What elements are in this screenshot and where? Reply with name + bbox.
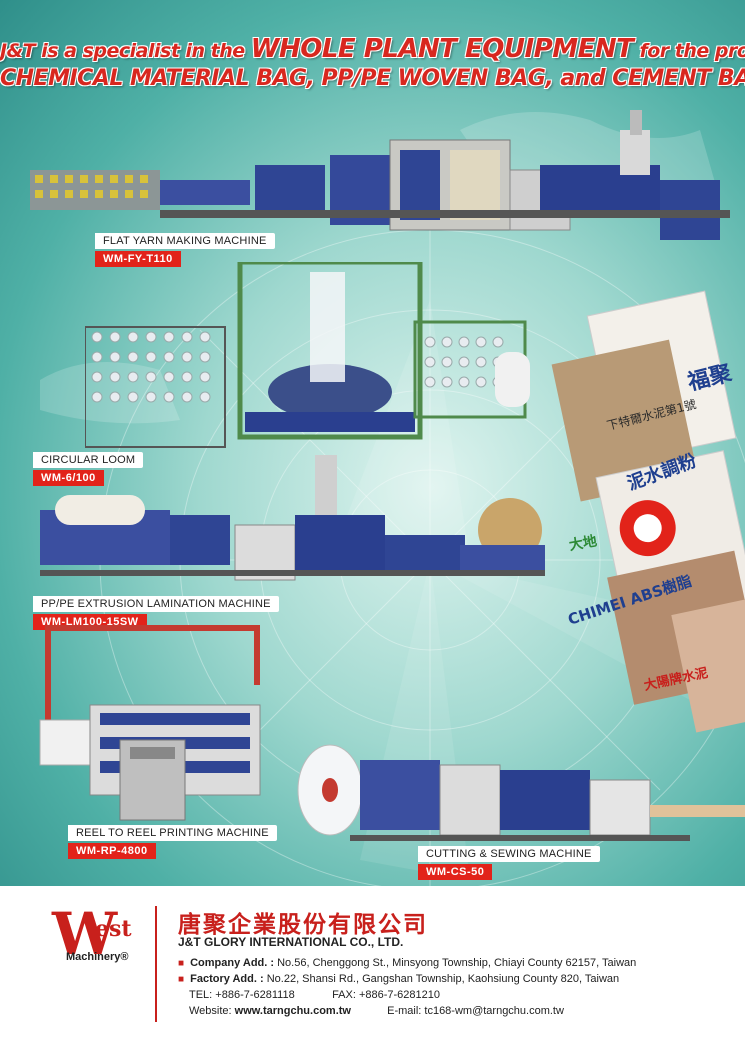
web-line: Website: www.tarngchu.com.tw E-mail: tc1… <box>189 1005 564 1017</box>
circular-loom-illustration <box>85 262 530 448</box>
company-name-english: J&T GLORY INTERNATIONAL CO., LTD. <box>178 935 404 949</box>
headline-line-1-pre: J&T is a specialist in the <box>0 40 245 62</box>
circular-loom-name: CIRCULAR LOOM <box>33 452 144 468</box>
website-link[interactable]: www.tarngchu.com.tw <box>234 1005 351 1017</box>
printing-name: REEL TO REEL PRINTING MACHINE <box>68 825 277 841</box>
printing-model: WM-RP-4800 <box>68 843 156 859</box>
circular-loom-label: CIRCULAR LOOM WM-6/100 <box>33 452 144 486</box>
woven-bags-illustration: 下特爾水泥第1號 泥水調粉 福聚 大地 CHIMEI ABS樹脂 大陽牌水泥 <box>551 290 745 733</box>
west-logo-est: est <box>95 916 132 942</box>
factory-address: No.22, Shansi Rd., Gangshan Township, Ka… <box>266 973 620 985</box>
company-address: No.56, Chenggong St., Minsyong Township,… <box>277 957 637 969</box>
cutting-sewing-label: CUTTING & SEWING MACHINE WM-CS-50 <box>418 846 600 880</box>
telephone: TEL: +886-7-6281118 <box>189 989 295 1001</box>
footer <box>0 886 745 1050</box>
flat-yarn-name: FLAT YARN MAKING MACHINE <box>95 233 275 249</box>
company-name-chinese: 唐聚企業股份有限公司 <box>178 911 428 937</box>
west-logo-subtitle: Machinery® <box>66 951 129 963</box>
printing-machine-illustration <box>39 625 261 821</box>
footer-divider <box>155 906 157 1022</box>
headline-line-1-post: for the production of <box>639 40 745 62</box>
lamination-machine-illustration <box>40 455 545 581</box>
company-address-line: ■ Company Add. : No.56, Chenggong St., M… <box>178 957 636 969</box>
headline-line-1-emphasis: WHOLE PLANT EQUIPMENT <box>250 34 634 64</box>
headline-line-2: CHEMICAL MATERIAL BAG, PP/PE WOVEN BAG, … <box>0 66 745 91</box>
cutting-sewing-model: WM-CS-50 <box>418 864 493 880</box>
lamination-name: PP/PE EXTRUSION LAMINATION MACHINE <box>33 596 279 612</box>
cutting-sewing-illustration <box>297 744 745 841</box>
bag-label-4: 大地 <box>568 532 599 554</box>
west-logo-w: W <box>52 900 118 968</box>
factory-address-line: ■ Factory Add. : No.22, Shansi Rd., Gang… <box>178 973 619 985</box>
square-bullet-icon: ■ <box>178 974 185 985</box>
headline: J&T is a specialist in the WHOLE PLANT E… <box>0 36 745 94</box>
phone-line: TEL: +886-7-6281118 FAX: +886-7-6281210 <box>189 989 440 1001</box>
fax: FAX: +886-7-6281210 <box>332 989 441 1001</box>
website-label: Website: <box>189 1005 232 1017</box>
cutting-sewing-name: CUTTING & SEWING MACHINE <box>418 846 600 862</box>
factory-address-label: Factory Add. : <box>190 973 264 985</box>
flat-yarn-machine-illustration <box>30 110 730 240</box>
company-address-label: Company Add. : <box>190 957 275 969</box>
headline-line-1: J&T is a specialist in the WHOLE PLANT E… <box>0 36 745 64</box>
circular-loom-model: WM-6/100 <box>33 470 104 486</box>
square-bullet-icon: ■ <box>178 958 185 969</box>
flat-yarn-label: FLAT YARN MAKING MACHINE WM-FY-T110 <box>95 233 275 267</box>
flat-yarn-model: WM-FY-T110 <box>95 251 181 267</box>
email-link[interactable]: E-mail: tc168-wm@tarngchu.com.tw <box>387 1005 564 1017</box>
printing-label: REEL TO REEL PRINTING MACHINE WM-RP-4800 <box>68 825 277 859</box>
